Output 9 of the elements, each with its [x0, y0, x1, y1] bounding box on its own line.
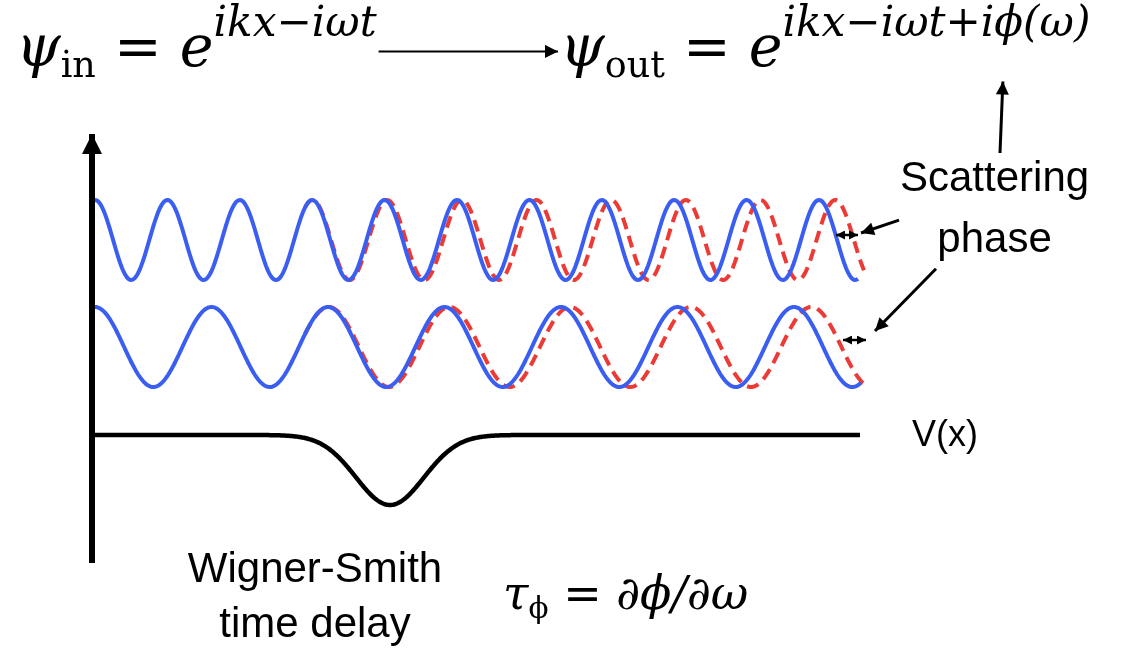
- leader-arrow: [860, 218, 900, 235]
- formula: ψ$_{out}$ = e$^{ikx−iωt+iϕ(ω)}$: [560, 0, 1091, 82]
- caption-text: Wigner-Smith time delay: [186, 543, 444, 648]
- axis-label: V(x): [912, 413, 978, 455]
- arrow: [377, 44, 559, 58]
- formula: ψ$_{in}$ = e$^{ikx−iωt}$: [16, 0, 377, 82]
- leader-arrow: [995, 81, 1009, 154]
- leader-arrow: [873, 267, 938, 333]
- annotation-text: Scattering phase: [900, 147, 1090, 269]
